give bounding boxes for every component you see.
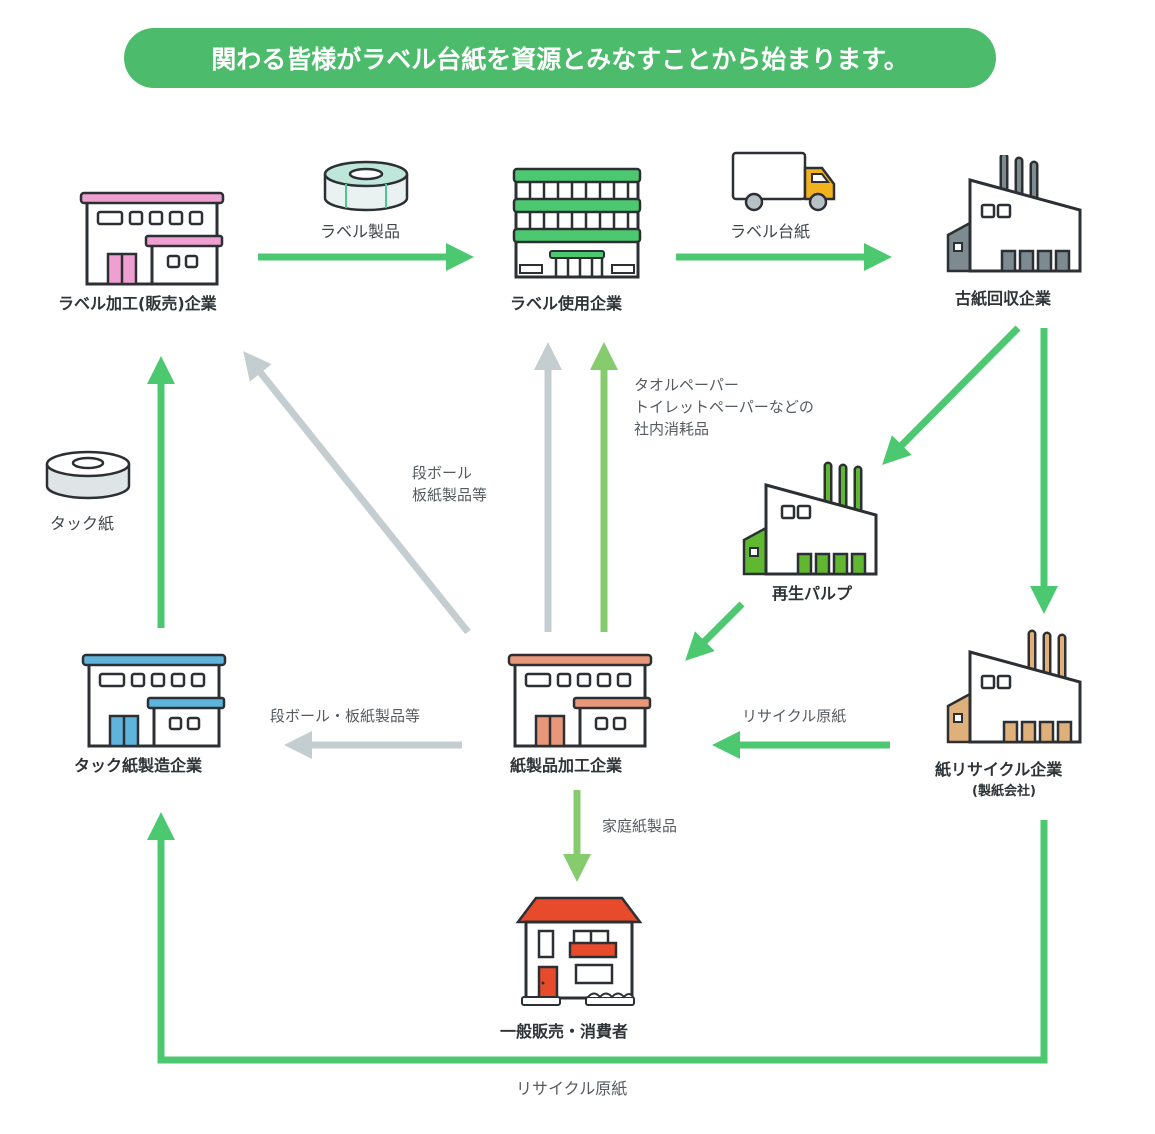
arrow-recycler-to-tack-maker-loop: [147, 812, 1048, 1064]
flow-label-line: トイレットペーパーなどの: [634, 398, 814, 416]
building-icon: [81, 653, 227, 748]
node-tack-paper-maker: タック紙製造企業: [74, 756, 203, 775]
factory-icon: [742, 461, 878, 576]
flow-label-line: タオルペーパー: [634, 376, 739, 394]
node-paper-recycler-sublabel: (製紙会社): [972, 784, 1036, 799]
office-building-icon: [512, 167, 642, 279]
flow-label-line: 段ボール: [412, 464, 473, 482]
headline-text: 関わる皆様がラベル台紙を資源とみなすことから始まります。: [211, 45, 909, 74]
node-consumer: 一般販売・消費者: [500, 1022, 629, 1041]
paper-roll-icon: [45, 450, 131, 500]
truck-icon: [731, 151, 836, 212]
node-label-user: ラベル使用企業: [510, 294, 623, 313]
headline-banner: 関わる皆様がラベル台紙を資源とみなすことから始まります。: [124, 28, 996, 88]
factory-icon: [946, 155, 1082, 273]
arrow-processor-to-label-processor: [243, 351, 471, 635]
item-tack-paper: タック紙: [50, 514, 115, 533]
node-label-processor: ラベル加工(販売)企業: [58, 294, 217, 313]
arrow-collector-to-pulp: [882, 325, 1021, 465]
flow-label-line: 社内消耗品: [634, 420, 710, 438]
flow-label-line: 板紙製品等: [412, 486, 488, 504]
flow-label-household-paper: 家庭紙製品: [602, 817, 678, 835]
item-label-backing: ラベル台紙: [730, 222, 811, 241]
flow-label-recycled-base-paper-bottom: リサイクル原紙: [516, 1079, 628, 1098]
building-icon: [507, 653, 653, 748]
flow-label-cardboard-up: 段ボール 板紙製品等: [412, 462, 487, 506]
node-paper-product-processor: 紙製品加工企業: [510, 756, 623, 775]
item-label-products: ラベル製品: [320, 222, 401, 241]
factory-icon: [946, 629, 1082, 744]
building-icon: [79, 191, 225, 286]
house-icon: [515, 896, 643, 1006]
node-waste-collector: 古紙回収企業: [955, 289, 1052, 308]
flow-label-consumables: タオルペーパー トイレットペーパーなどの 社内消耗品: [634, 374, 814, 440]
node-paper-recycler: 紙リサイクル企業: [935, 760, 1063, 779]
flow-label-cardboard-left: 段ボール・板紙製品等: [270, 707, 421, 725]
flow-label-recycled-base-paper: リサイクル原紙: [742, 707, 847, 725]
node-recycled-pulp: 再生パルプ: [772, 584, 853, 603]
label-roll-icon: [323, 160, 409, 212]
arrow-pulp-to-processor: [685, 601, 745, 661]
